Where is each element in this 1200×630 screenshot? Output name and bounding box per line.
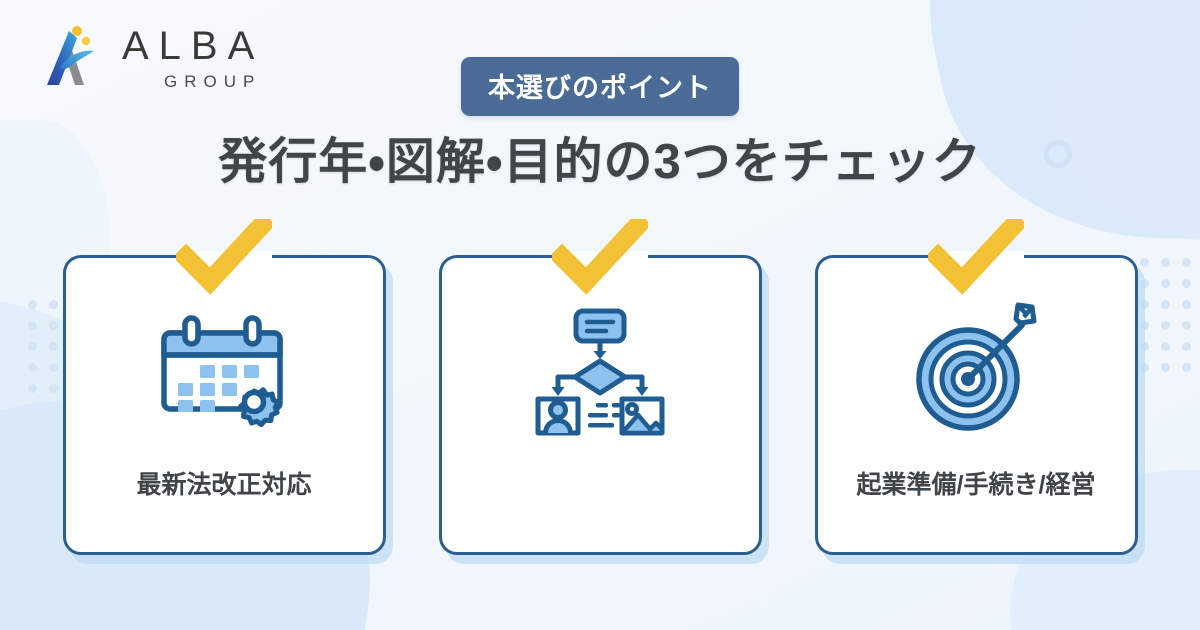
yellow-checkmark-icon	[552, 219, 648, 295]
dot	[28, 384, 37, 393]
dot	[1182, 300, 1191, 309]
dot	[1182, 279, 1191, 288]
dot	[1182, 321, 1191, 330]
yellow-checkmark-icon	[928, 219, 1024, 295]
dot	[1182, 258, 1191, 267]
feature-card-1[interactable]: 最新法改正対応	[62, 219, 386, 555]
dot	[1182, 342, 1191, 351]
card-label: 最新法改正対応	[136, 471, 312, 499]
page-title: 発行年・図解・目的の3つをチェック	[218, 135, 982, 189]
brand-logo: ALBA GROUP	[36, 22, 264, 94]
dot	[1182, 363, 1191, 372]
card-content: 起業準備/手続き/経営	[815, 255, 1138, 555]
dot	[49, 342, 58, 351]
dot	[1161, 300, 1170, 309]
dot	[28, 300, 37, 309]
card-content: 最新法改正対応	[63, 255, 386, 555]
yellow-checkmark-icon	[176, 219, 272, 295]
brand-name: ALBA	[122, 24, 265, 68]
dot	[28, 321, 37, 330]
dot	[1140, 279, 1149, 288]
feature-card-2[interactable]	[438, 219, 762, 555]
dot	[1140, 258, 1149, 267]
dot	[49, 384, 58, 393]
dot	[1140, 321, 1149, 330]
dot	[1161, 321, 1170, 330]
feature-card-3[interactable]: 起業準備/手続き/経営	[814, 219, 1138, 555]
target-arrow-icon	[916, 302, 1037, 431]
dot	[49, 363, 58, 372]
dot	[49, 300, 58, 309]
dot-grid-right	[1140, 258, 1191, 372]
dot	[1161, 258, 1170, 267]
dot	[1161, 342, 1170, 351]
dot	[1140, 363, 1149, 372]
brand-subtitle: GROUP	[164, 72, 262, 91]
dot	[1140, 300, 1149, 309]
card-label: 起業準備/手続き/経営	[856, 471, 1096, 499]
section-badge: 本選びのポイント	[461, 57, 739, 116]
feature-card-row: 最新法改正対応	[0, 219, 1200, 555]
card-content	[439, 255, 762, 555]
dot	[1140, 342, 1149, 351]
dot	[28, 363, 37, 372]
ring-circle-decoration-icon	[1044, 140, 1072, 168]
flowchart-diagram-icon	[535, 308, 665, 436]
dot	[1161, 279, 1170, 288]
dot	[1161, 363, 1170, 372]
calendar-gear-icon	[161, 315, 283, 428]
dot	[49, 321, 58, 330]
alba-a-mark-icon	[47, 26, 94, 85]
dot	[28, 342, 37, 351]
brand-logo-text: ALBA GROUP	[122, 26, 264, 90]
